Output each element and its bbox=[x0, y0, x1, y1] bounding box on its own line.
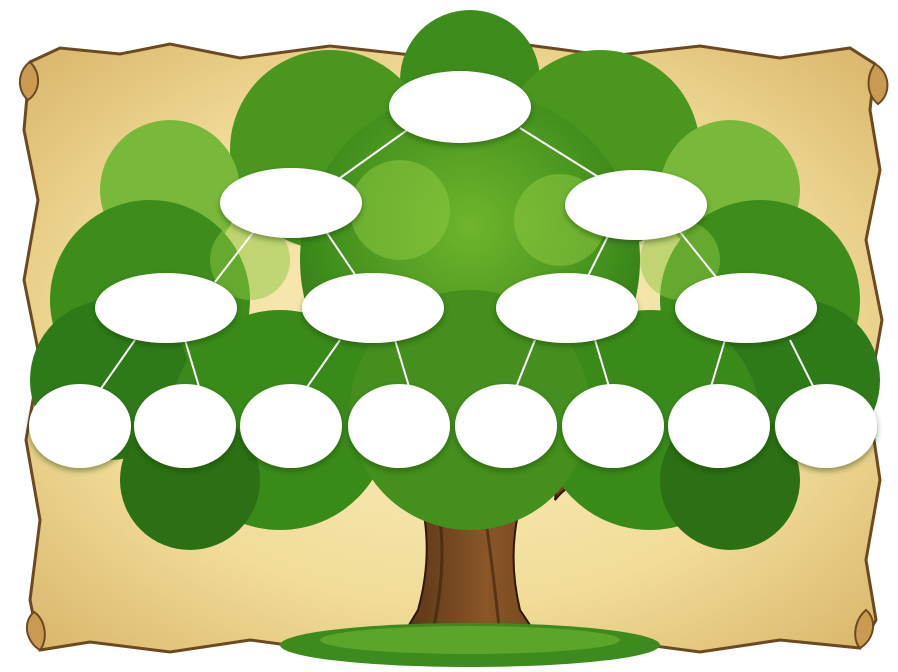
tree-node-gen4-4[interactable] bbox=[348, 384, 450, 468]
tree-node-gen2-2[interactable] bbox=[565, 170, 707, 240]
tree-node-gen2-1[interactable] bbox=[220, 168, 362, 238]
tree-node-gen4-1[interactable] bbox=[29, 384, 131, 468]
tree-node-gen3-1[interactable] bbox=[95, 273, 237, 343]
tree-node-gen4-8[interactable] bbox=[775, 384, 877, 468]
generation-1 bbox=[389, 71, 531, 143]
tree-node-gen3-3[interactable] bbox=[496, 273, 638, 343]
tree-node-gen4-2[interactable] bbox=[134, 384, 236, 468]
tree-node-gen4-6[interactable] bbox=[562, 384, 664, 468]
tree-node-root[interactable] bbox=[389, 71, 531, 143]
tree-node-gen4-5[interactable] bbox=[455, 384, 557, 468]
tree-node-gen3-4[interactable] bbox=[675, 273, 817, 343]
grass bbox=[280, 623, 660, 667]
tree-node-gen4-7[interactable] bbox=[668, 384, 770, 468]
tree-node-gen3-2[interactable] bbox=[302, 273, 444, 343]
tree-node-gen4-3[interactable] bbox=[240, 384, 342, 468]
